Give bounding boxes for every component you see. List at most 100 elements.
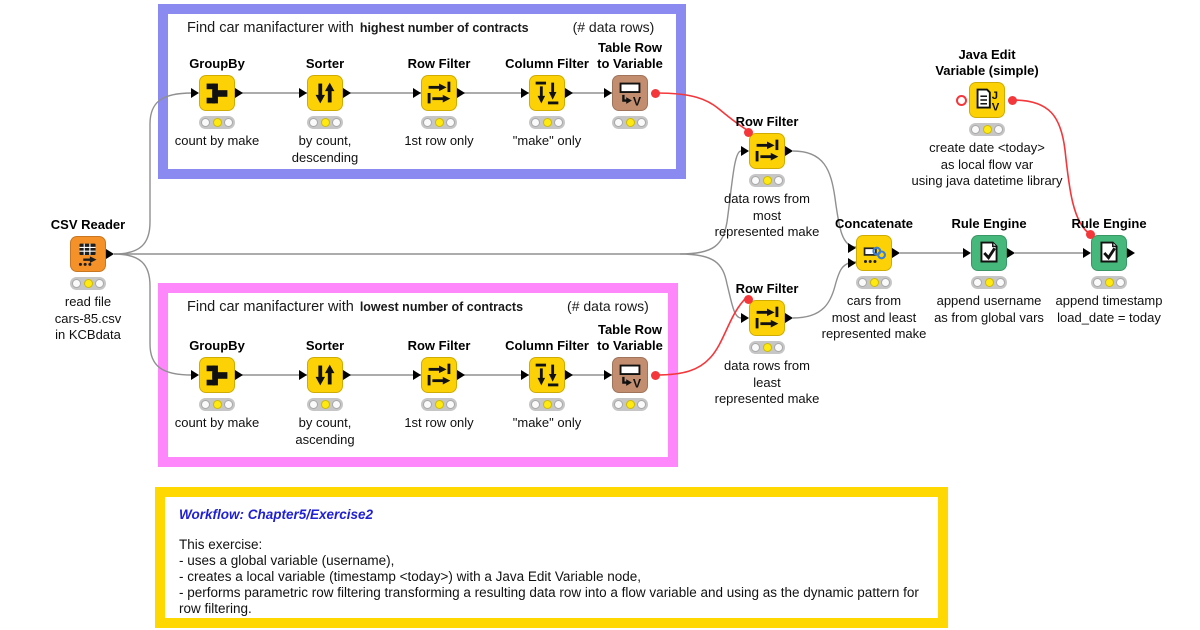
colfilter-icon bbox=[530, 76, 564, 110]
input-port[interactable] bbox=[413, 88, 421, 98]
node-columnfilter-top[interactable]: Column Filter"make" only bbox=[505, 56, 589, 148]
node-title: Row Filter bbox=[407, 56, 471, 71]
node-label: "make" only bbox=[512, 415, 582, 430]
output-port[interactable] bbox=[1127, 248, 1135, 258]
flow-variable-input-port[interactable] bbox=[744, 128, 753, 137]
rowfilter-icon bbox=[422, 358, 456, 392]
output-port[interactable] bbox=[343, 88, 351, 98]
rowfilter-icon bbox=[750, 301, 784, 335]
node-label: 1st row only bbox=[404, 415, 474, 430]
output-port[interactable] bbox=[457, 88, 465, 98]
traffic-light bbox=[421, 398, 457, 411]
input-port[interactable] bbox=[413, 370, 421, 380]
wire-rowfilter-least-to-concatenate[interactable] bbox=[792, 261, 857, 319]
input-port[interactable] bbox=[848, 258, 856, 268]
node-title: Column Filter bbox=[505, 338, 589, 353]
traffic-light bbox=[199, 398, 235, 411]
input-port[interactable] bbox=[299, 370, 307, 380]
node-title: Sorter bbox=[305, 338, 345, 353]
wire-rowfilter-most-to-concatenate[interactable] bbox=[792, 150, 857, 248]
input-port[interactable] bbox=[848, 243, 856, 253]
node-title: Concatenate bbox=[834, 216, 914, 231]
output-port[interactable] bbox=[457, 370, 465, 380]
output-port[interactable] bbox=[785, 313, 793, 323]
flow-variable-input-port[interactable] bbox=[1086, 230, 1095, 239]
node-title: Column Filter bbox=[505, 56, 589, 71]
trv-icon: V bbox=[613, 358, 647, 392]
flow-variable-input-port[interactable] bbox=[956, 95, 967, 106]
node-title: Row Filter bbox=[407, 338, 471, 353]
rule-icon bbox=[1092, 236, 1126, 270]
node-title: Rule Engine bbox=[1071, 216, 1147, 231]
node-columnfilter-bottom[interactable]: Column Filter "make" only bbox=[505, 338, 589, 430]
traffic-light bbox=[1091, 276, 1127, 289]
output-port[interactable] bbox=[235, 370, 243, 380]
flow-variable-output-port[interactable] bbox=[651, 88, 660, 98]
output-port[interactable] bbox=[106, 249, 114, 259]
wire-var-trv-bottom-to-rowfilter-least[interactable] bbox=[655, 296, 748, 376]
output-port[interactable] bbox=[892, 248, 900, 258]
output-port[interactable] bbox=[235, 88, 243, 98]
annotation-workflow-note[interactable]: Workflow: Chapter5/Exercise2 This exerci… bbox=[155, 487, 948, 628]
traffic-light bbox=[421, 116, 457, 129]
wire-var-trv-top-to-rowfilter-most[interactable] bbox=[655, 92, 748, 131]
node-rowfilter-bottom[interactable]: Row Filter 1st row only bbox=[404, 338, 473, 430]
input-port[interactable] bbox=[299, 88, 307, 98]
concat-icon bbox=[857, 236, 891, 270]
traffic-light bbox=[307, 398, 343, 411]
output-port[interactable] bbox=[785, 146, 793, 156]
sorter-icon bbox=[308, 76, 342, 110]
input-port[interactable] bbox=[521, 370, 529, 380]
input-port[interactable] bbox=[1083, 248, 1091, 258]
output-port[interactable] bbox=[1007, 248, 1015, 258]
input-port[interactable] bbox=[604, 370, 612, 380]
input-port[interactable] bbox=[521, 88, 529, 98]
traffic-light bbox=[307, 116, 343, 129]
svg-text:V: V bbox=[633, 94, 642, 108]
node-title: CSV Reader bbox=[50, 217, 126, 232]
input-port[interactable] bbox=[741, 146, 749, 156]
input-port[interactable] bbox=[741, 313, 749, 323]
input-port[interactable] bbox=[963, 248, 971, 258]
output-port[interactable] bbox=[565, 88, 573, 98]
wire-fork-to-rowfilter-most[interactable] bbox=[679, 150, 742, 255]
note-title: Workflow: Chapter5/Exercise2 bbox=[179, 507, 374, 522]
node-label: count by make bbox=[174, 133, 260, 148]
wire-csv-to-groupby-bottom[interactable] bbox=[113, 253, 193, 376]
output-port[interactable] bbox=[565, 370, 573, 380]
node-label: by count,descending bbox=[291, 133, 359, 165]
flow-variable-output-port[interactable] bbox=[1008, 95, 1017, 105]
input-port[interactable] bbox=[604, 88, 612, 98]
wire-var-jev-to-rule-engine-2[interactable] bbox=[1012, 99, 1091, 235]
wire-fork-to-rowfilter-least[interactable] bbox=[679, 253, 742, 319]
input-port[interactable] bbox=[191, 88, 199, 98]
output-port[interactable] bbox=[343, 370, 351, 380]
flow-variable-input-port[interactable] bbox=[744, 295, 753, 304]
input-port[interactable] bbox=[191, 370, 199, 380]
sorter-icon bbox=[308, 358, 342, 392]
flow-variable-output-port[interactable] bbox=[651, 370, 660, 380]
groupby-icon bbox=[200, 76, 234, 110]
wire-csv-to-groupby-top[interactable] bbox=[113, 92, 193, 255]
